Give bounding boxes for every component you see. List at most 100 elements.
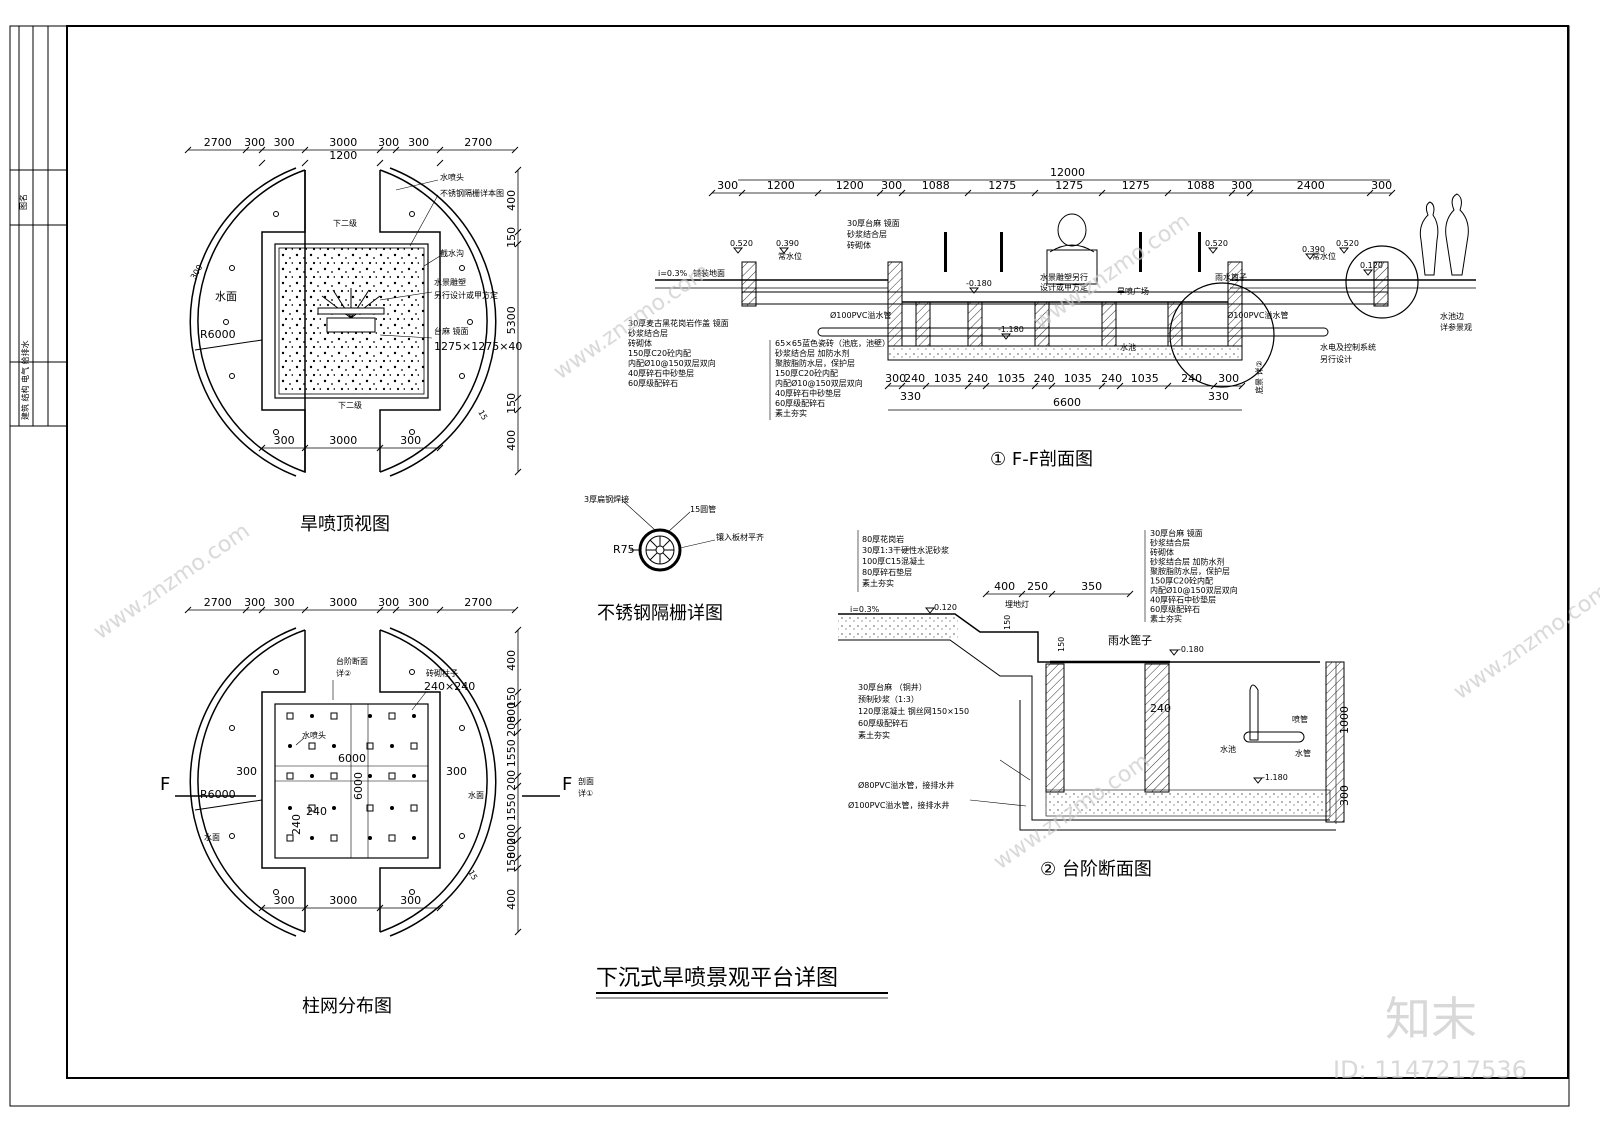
- ptop-bottom-dim: 300: [400, 434, 421, 447]
- ptop-top-dim: 300: [378, 136, 399, 149]
- wm-logo: 知末: [1385, 992, 1477, 1046]
- pgrid-width-h: 6000: [338, 752, 366, 765]
- grille-l2: 15圆管: [690, 504, 716, 514]
- st-layer-left-bottom: 30厚台麻 （铜井）: [858, 682, 927, 692]
- sheet-title: 下沉式旱喷景观平台详图: [596, 966, 838, 991]
- grille-l1: 3厚扁钢焊接: [584, 494, 629, 504]
- pgrid-f-right: F: [562, 774, 572, 795]
- ff-layer-top: 砖砌体: [847, 240, 871, 250]
- column-icon: [388, 712, 396, 720]
- ptop-r300: 300: [189, 263, 204, 281]
- ptop-sub-dim: 1200: [329, 149, 357, 162]
- ff-level: -1.180: [998, 325, 1024, 334]
- pgrid-title: 柱网分布图: [302, 996, 392, 1017]
- light-icon: [223, 319, 229, 325]
- ff-bottom-dim: 240: [967, 372, 988, 385]
- ptop-right-dim: 150: [505, 227, 518, 248]
- light-icon: [459, 725, 465, 731]
- nozzle-icon: [368, 714, 372, 718]
- pier: [1167, 301, 1183, 347]
- st-layer-left-top: 80厚花岗岩: [862, 534, 904, 544]
- level-marker: [1252, 777, 1264, 784]
- ff-level: 0.120: [1360, 261, 1383, 270]
- nozzle-icon: [310, 714, 314, 718]
- st-layer-left-top: 30厚1:3干硬性水泥砂浆: [862, 545, 949, 555]
- pgrid-water-right: 水面: [468, 790, 484, 800]
- ff-total: 12000: [1050, 166, 1085, 179]
- ptop-down-two-bottom: 下二级: [338, 400, 362, 410]
- ff-bottom-dim: 240: [1181, 372, 1202, 385]
- ff-bottom-dim: 240: [904, 372, 925, 385]
- ptop-bottom-dim: 3000: [329, 434, 357, 447]
- pgrid-step-ref: 详②: [336, 668, 351, 678]
- side-title-block: 图名 建筑 结构 电气 给排水: [10, 26, 67, 427]
- ff-title: ① F-F剖面图: [990, 449, 1093, 470]
- light-icon: [409, 429, 415, 435]
- ptop-top-dim: 3000: [329, 136, 357, 149]
- st-top-dim: 350: [1081, 580, 1102, 593]
- pgrid-top-dim: 2700: [204, 596, 232, 609]
- level-marker: [1338, 247, 1350, 254]
- ptop-top-dim: 300: [244, 136, 265, 149]
- light-icon: [273, 669, 279, 675]
- human-scale-figures: [1419, 193, 1469, 276]
- ff-level: 0.390: [1302, 245, 1325, 254]
- pgrid-side-left: 300: [236, 765, 257, 778]
- st-grate: 雨水篦子: [1108, 633, 1152, 647]
- pier: [1101, 301, 1117, 347]
- pgrid-right-dim: 200: [505, 716, 518, 737]
- ff-layer-top: 30厚台麻 镜面: [847, 218, 900, 228]
- wm-id: ID: 1147217536: [1333, 1056, 1527, 1084]
- ptop-top-dim: 2700: [204, 136, 232, 149]
- st-layer-left-top: 80厚碎石垫层: [862, 567, 912, 577]
- ptop-stone: 台麻 镜面: [434, 326, 469, 336]
- column-icon: [366, 742, 374, 750]
- ptop-bottom-dim: 300: [274, 434, 295, 447]
- column-icon: [286, 772, 294, 780]
- ff-top-dim: 300: [717, 179, 738, 192]
- pgrid-right-dim: 400: [505, 889, 518, 910]
- ptop-grille: 不锈钢隔栅详本图: [440, 188, 504, 198]
- ff-level: 0.520: [730, 239, 753, 248]
- ff-bottom-dim: 300: [1218, 372, 1239, 385]
- st-slope: i=0.3%: [850, 605, 880, 614]
- pgrid-cell-240b: 240: [290, 814, 303, 835]
- ff-layer-mid: 聚胺脂防水层，保护层: [775, 358, 855, 368]
- light-icon: [409, 211, 415, 217]
- ff-ref: 底景 详②: [1254, 360, 1264, 394]
- ff-bottom-dim: 1035: [1131, 372, 1159, 385]
- column-icon: [330, 772, 338, 780]
- ff-top-dim: 1275: [1122, 179, 1150, 192]
- pgrid-bottom-dim: 300: [274, 894, 295, 907]
- nozzle-pole: [944, 232, 947, 272]
- st-layer-right-top: 40厚碎石中砂垫层: [1150, 595, 1216, 605]
- ff-bottom-dim: 240: [1101, 372, 1122, 385]
- ff-control2: 另行设计: [1320, 354, 1352, 364]
- st-layer-right-top: 内配Ø10@150双层双向: [1150, 585, 1238, 595]
- nozzle-pole: [1000, 232, 1003, 272]
- ptop-sculpture-note: 另行设计或甲方定: [434, 290, 498, 300]
- ff-pool-edge2: 详参景观: [1440, 322, 1472, 332]
- nozzle-pole: [1139, 232, 1142, 272]
- nozzle-icon: [288, 744, 292, 748]
- ff-pool-edge: 水池边: [1440, 311, 1464, 321]
- ptop-stone-size: 1275×1275×40: [434, 340, 522, 353]
- st-layer-right-top: 30厚台麻 镜面: [1150, 528, 1203, 538]
- pgrid-right-dim: 150: [505, 687, 518, 708]
- st-dim-150b: 150: [1057, 637, 1066, 652]
- pgrid-f-note: 剖面: [578, 776, 594, 786]
- ptop-right-dim: 150: [505, 393, 518, 414]
- st-layer-left-top: 100厚C15混凝土: [862, 556, 925, 566]
- ff-layer-left: 40厚碎石中砂垫层: [628, 368, 694, 378]
- pier: [915, 301, 931, 347]
- pgrid-step-section: 台阶断面: [336, 656, 368, 666]
- level-marker: [732, 247, 744, 254]
- grille-spoke: [649, 539, 658, 548]
- light-icon: [409, 889, 415, 895]
- ff-water-level-l: 常水位: [778, 251, 802, 261]
- ptop-top-dim: 300: [274, 136, 295, 149]
- ff-bottom-330a: 330: [900, 390, 921, 403]
- pgrid-bottom-dim: 300: [400, 894, 421, 907]
